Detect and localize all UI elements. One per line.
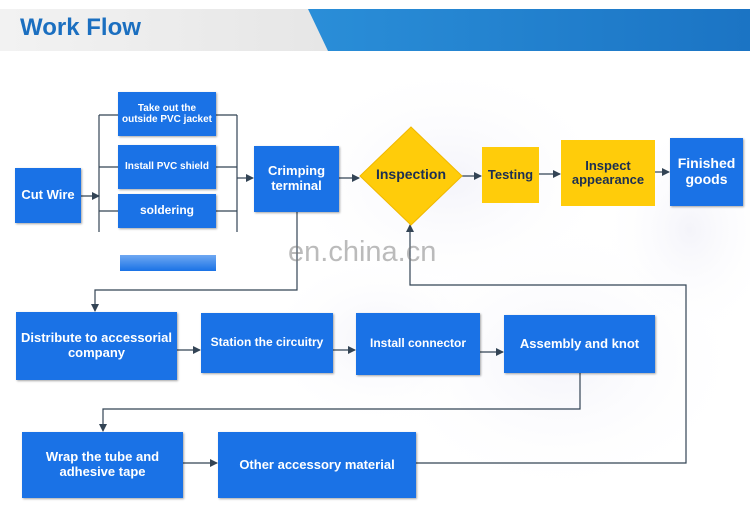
step-install-connector: Install connector: [356, 313, 480, 375]
page-title: Work Flow: [20, 14, 141, 41]
step-inspect-appearance: Inspect appearance: [561, 140, 655, 206]
arrow-to-wrap: [99, 373, 581, 432]
step-inspection-label: Inspection: [375, 166, 446, 182]
arrow-to-distribute: [91, 212, 298, 312]
step-testing: Testing: [482, 147, 539, 203]
step-station-circuitry: Station the circuitry: [201, 313, 333, 373]
step-soldering: soldering: [118, 194, 216, 228]
step-distribute: Distribute to accessorial company: [16, 312, 177, 380]
step-inspection-diamond: [359, 126, 463, 226]
watermark: en.china.cn: [288, 236, 437, 268]
header-right-bar: [308, 9, 750, 51]
arrow-loop-to-inspection: [406, 224, 687, 464]
header-left-bar: [0, 9, 330, 51]
step-take-out-jacket: Take out the outside PVC jacket: [118, 92, 216, 136]
step-cut-wire: Cut Wire: [15, 168, 81, 223]
step-install-shield: Install PVC shield: [118, 145, 216, 189]
step-wrap-tube: Wrap the tube and adhesive tape: [22, 432, 183, 498]
step-other-accessory: Other accessory material: [218, 432, 416, 498]
step-crimping-terminal: Crimping terminal: [254, 146, 339, 212]
step-assembly-knot: Assembly and knot: [504, 315, 655, 373]
step-hidden-partial: [120, 255, 216, 271]
step-finished-goods: Finished goods: [670, 138, 743, 206]
